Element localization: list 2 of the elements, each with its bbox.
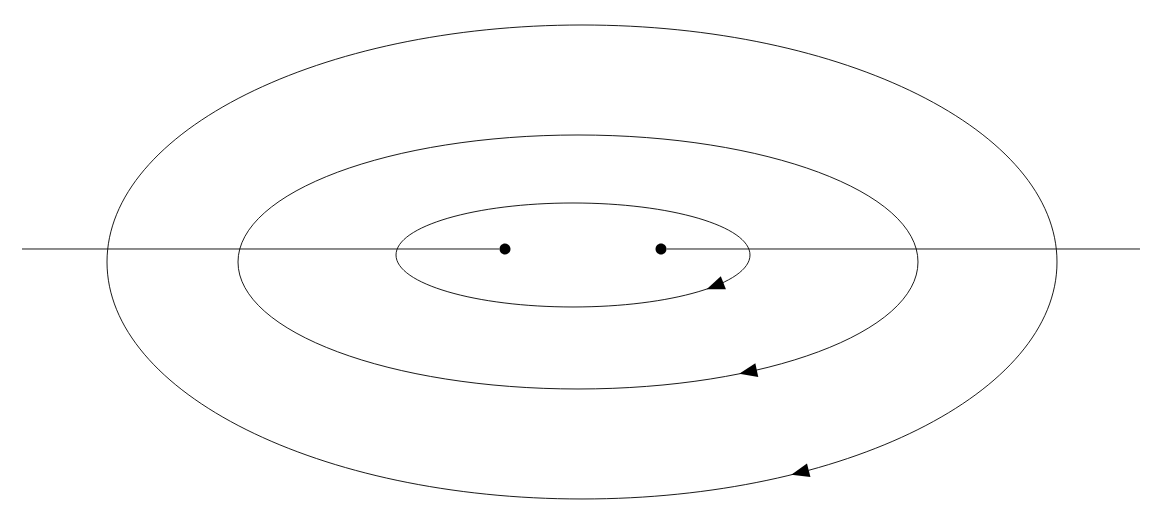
line [666, 248, 1141, 250]
line [21, 248, 500, 250]
